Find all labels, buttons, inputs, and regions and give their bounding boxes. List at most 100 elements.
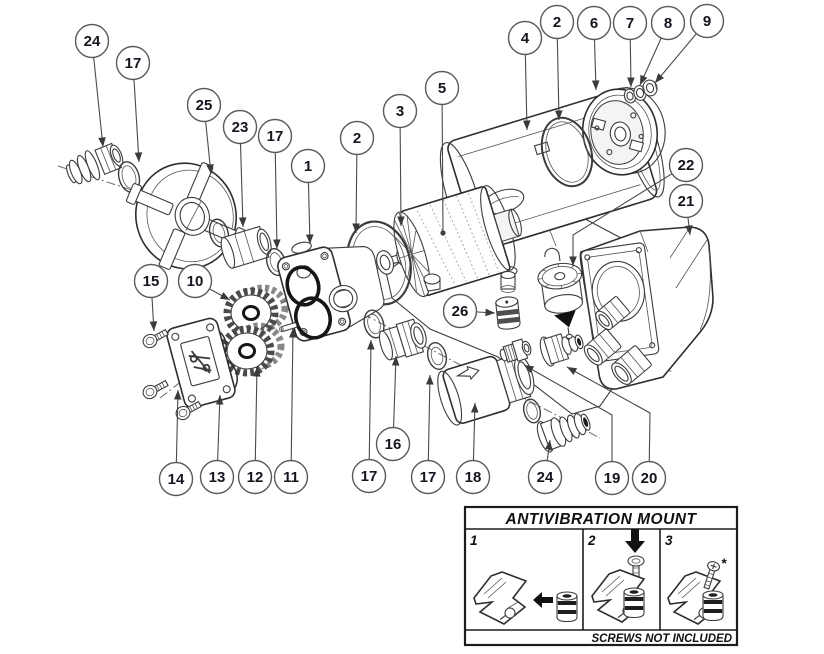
callout-12: 12 — [237, 459, 273, 495]
shaft-key — [279, 322, 298, 333]
shaft-nut — [642, 79, 658, 97]
callout-13: 13 — [199, 459, 235, 495]
callout-number: 21 — [678, 193, 695, 210]
callout-number: 26 — [452, 303, 469, 320]
callout-2: 2 — [539, 4, 575, 40]
hex-nipple-fitting — [220, 225, 272, 269]
callout-2: 2 — [339, 120, 375, 156]
motor-terminal-stub — [423, 273, 441, 292]
hose-barb-fitting-outlet — [536, 413, 591, 453]
callout-3: 3 — [382, 93, 418, 129]
legend-step-3-label: 3 — [665, 533, 673, 548]
callout-25: 25 — [186, 87, 222, 123]
callout-15: 15 — [133, 263, 169, 299]
callout-number: 9 — [703, 13, 711, 30]
bracket-post — [500, 270, 516, 293]
pump-cover — [126, 162, 246, 270]
callout-11: 11 — [273, 459, 309, 495]
callout-23: 23 — [222, 109, 258, 145]
mount-screw — [627, 555, 645, 587]
check-valve-body — [437, 353, 535, 426]
callout-20: 20 — [631, 460, 667, 496]
callout-number: 17 — [420, 469, 437, 486]
callout-number: 7 — [626, 15, 634, 32]
motor-o-ring — [540, 116, 594, 188]
callout-7: 7 — [612, 5, 648, 41]
callout-24: 24 — [527, 459, 563, 495]
cable-gland — [595, 296, 630, 331]
side-cover-plate — [166, 317, 236, 409]
callout-number: 3 — [396, 103, 404, 120]
callout-6: 6 — [576, 5, 612, 41]
legend-step-1-art — [473, 571, 578, 625]
body-gasket — [285, 265, 333, 340]
o-ring — [426, 342, 448, 370]
legend-step-2-art — [591, 529, 645, 623]
o-ring — [363, 309, 385, 339]
callout-number: 4 — [521, 30, 530, 47]
callout-number: 5 — [438, 80, 446, 97]
callout-number: 8 — [664, 15, 672, 32]
callout-number: 11 — [283, 469, 299, 486]
callout-14: 14 — [158, 461, 194, 497]
idler-gear — [219, 322, 285, 377]
pressure-switch — [537, 262, 584, 339]
callout-number: 24 — [537, 469, 554, 486]
purge-valve-fitting — [499, 338, 532, 363]
callout-number: 20 — [641, 470, 658, 487]
callout-19: 19 — [594, 460, 630, 496]
callout-4: 4 — [507, 20, 543, 56]
callout-number: 2 — [553, 14, 561, 31]
dial-ticks — [537, 263, 582, 289]
o-ring — [522, 398, 542, 424]
lamination-texture — [416, 192, 500, 284]
callout-number: 22 — [678, 157, 695, 174]
callout-number: 1 — [304, 158, 312, 175]
callout-21: 21 — [668, 183, 704, 219]
legend-step-3-art: * — [667, 556, 727, 625]
cover-screw — [142, 379, 169, 400]
elbow-barb-fitting — [539, 333, 584, 367]
callout-22: 22 — [668, 147, 704, 183]
callout-24: 24 — [74, 23, 110, 59]
callout-number: 24 — [84, 33, 101, 50]
callout-1: 1 — [290, 148, 326, 184]
callout-16: 16 — [375, 426, 411, 462]
callout-10: 10 — [177, 263, 213, 299]
legend-title: ANTIVIBRATION MOUNT — [505, 511, 698, 528]
legend-step-1-label: 1 — [470, 533, 478, 548]
callout-number: 17 — [267, 128, 284, 145]
callout-number: 17 — [125, 55, 142, 72]
callout-26: 26 — [442, 293, 478, 329]
callout-18: 18 — [455, 459, 491, 495]
callout-17: 17 — [257, 118, 293, 154]
callout-number: 16 — [385, 436, 402, 453]
callout-8: 8 — [650, 5, 686, 41]
callout-number: 19 — [604, 470, 621, 487]
callout-number: 6 — [590, 15, 598, 32]
control-box — [579, 226, 714, 390]
callout-number: 18 — [465, 469, 482, 486]
callout-number: 12 — [247, 469, 264, 486]
straight-fitting — [378, 318, 427, 361]
cable-gland — [583, 328, 622, 366]
legend-step-2-label: 2 — [587, 533, 596, 548]
callout-9: 9 — [689, 3, 725, 39]
callout-17: 17 — [410, 459, 446, 495]
brand-emblem — [188, 350, 212, 374]
inline-filter — [495, 296, 521, 330]
callout-5: 5 — [424, 70, 460, 106]
hose-barb-fitting-inlet — [66, 142, 124, 185]
callout-number: 13 — [209, 469, 226, 486]
callout-17: 17 — [115, 45, 151, 81]
cover-screw — [175, 400, 202, 421]
motor-end-cap — [582, 87, 666, 176]
cable-gland — [611, 345, 652, 385]
callout-number: 15 — [143, 273, 160, 290]
callout-number: 10 — [187, 273, 204, 290]
screw-note-asterisk: * — [721, 556, 727, 571]
press-arrow-down — [625, 529, 645, 553]
